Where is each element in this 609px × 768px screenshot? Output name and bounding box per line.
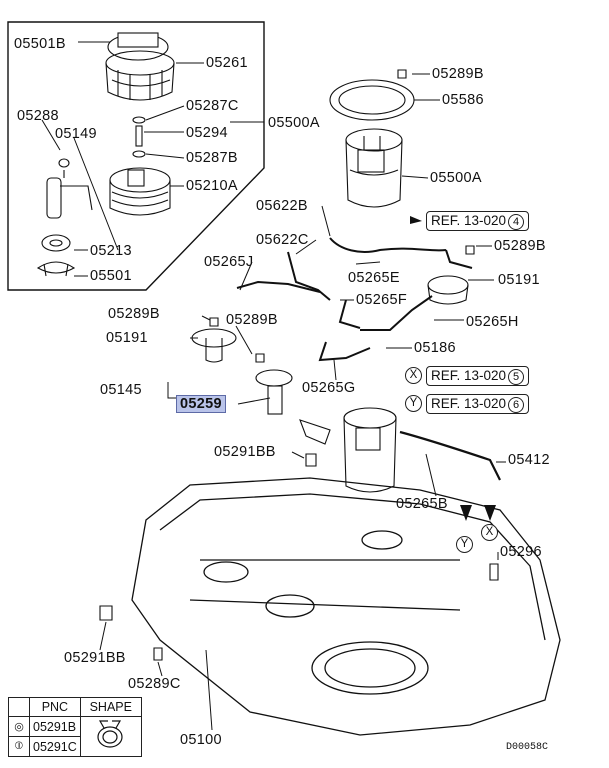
marker-y-ref: Y xyxy=(405,395,422,412)
table-row: ⦶ 05291C xyxy=(8,736,142,757)
part-label-05191-left: 05191 xyxy=(106,330,148,346)
part-label-05289B-top: 05289B xyxy=(432,66,484,82)
part-label-05287B: 05287B xyxy=(186,150,238,166)
part-label-05501: 05501 xyxy=(90,268,132,284)
marker-y: Y xyxy=(456,536,473,553)
reference-number: 4 xyxy=(508,214,525,230)
part-label-05586: 05586 xyxy=(442,92,484,108)
table-header-pnc: PNC xyxy=(29,697,81,717)
ref-arrows xyxy=(410,216,496,521)
part-label-05265B: 05265B xyxy=(396,496,448,512)
inset-upper-housing xyxy=(105,32,175,101)
inset-lower-housing xyxy=(109,167,171,216)
inset-box xyxy=(7,21,265,291)
row-symbol: ◎ xyxy=(8,716,30,737)
part-label-05149: 05149 xyxy=(55,126,97,142)
part-label-05289B-mid: 05289B xyxy=(226,312,278,328)
part-label-05145: 05145 xyxy=(100,382,142,398)
part-label-05500A-inset: 05500A xyxy=(268,115,320,131)
part-label-05291BB-left: 05291BB xyxy=(64,650,126,666)
reference-text: REF. 13-020 xyxy=(431,396,507,411)
table-row: ◎ 05291B xyxy=(8,716,142,757)
part-label-05191-right: 05191 xyxy=(498,272,540,288)
hoses-upper xyxy=(236,237,473,362)
part-label-05287C: 05287C xyxy=(186,98,239,114)
part-label-05289C: 05289C xyxy=(128,676,181,692)
diagram-code: D00058C xyxy=(506,742,549,753)
reference-text: REF. 13-020 xyxy=(431,213,507,228)
part-label-05500A: 05500A xyxy=(430,170,482,186)
part-label-05288: 05288 xyxy=(17,108,59,124)
part-label-05265J: 05265J xyxy=(204,254,254,270)
part-label-05289B-left: 05289B xyxy=(108,306,160,322)
row-pnc: 05291C xyxy=(29,736,81,757)
part-label-05259-highlighted[interactable]: 05259 xyxy=(176,395,226,413)
clamp-shape-cell xyxy=(79,716,142,757)
clamp-icon xyxy=(97,720,123,748)
part-label-05210A: 05210A xyxy=(186,178,238,194)
part-label-05291BB-top: 05291BB xyxy=(214,444,276,460)
table-header-shape: SHAPE xyxy=(79,697,142,717)
part-label-05265F: 05265F xyxy=(356,292,407,308)
row-pnc: 05291B xyxy=(29,716,81,737)
part-label-05265E: 05265E xyxy=(348,270,400,286)
part-label-05289B-right: 05289B xyxy=(494,238,546,254)
part-label-05100: 05100 xyxy=(180,732,222,748)
marker-x: X xyxy=(481,524,498,541)
pump-module-main xyxy=(343,407,397,493)
part-label-05261: 05261 xyxy=(206,55,248,71)
part-label-05294: 05294 xyxy=(186,125,228,141)
pump-module-right xyxy=(345,128,403,208)
part-label-05501B: 05501B xyxy=(14,36,66,52)
part-label-05622C: 05622C xyxy=(256,232,309,248)
pnc-shape-table: PNC SHAPE ◎ 05291B ⦶ 05291C xyxy=(8,697,142,757)
part-label-05265H: 05265H xyxy=(466,314,519,330)
row-symbol: ⦶ xyxy=(8,736,30,757)
fuel-tank xyxy=(131,477,561,736)
reference-number: 5 xyxy=(508,369,525,385)
part-label-05213: 05213 xyxy=(90,243,132,259)
leader-lines xyxy=(41,41,506,731)
part-label-05412: 05412 xyxy=(508,452,550,468)
part-label-05296: 05296 xyxy=(500,544,542,560)
reference-text: REF. 13-020 xyxy=(431,368,507,383)
part-label-05186: 05186 xyxy=(414,340,456,356)
reference-number: 6 xyxy=(508,397,525,413)
part-label-05265G: 05265G xyxy=(302,380,356,396)
table-header-blank xyxy=(8,697,30,717)
part-label-05622B: 05622B xyxy=(256,198,308,214)
marker-x-ref: X xyxy=(405,367,422,384)
